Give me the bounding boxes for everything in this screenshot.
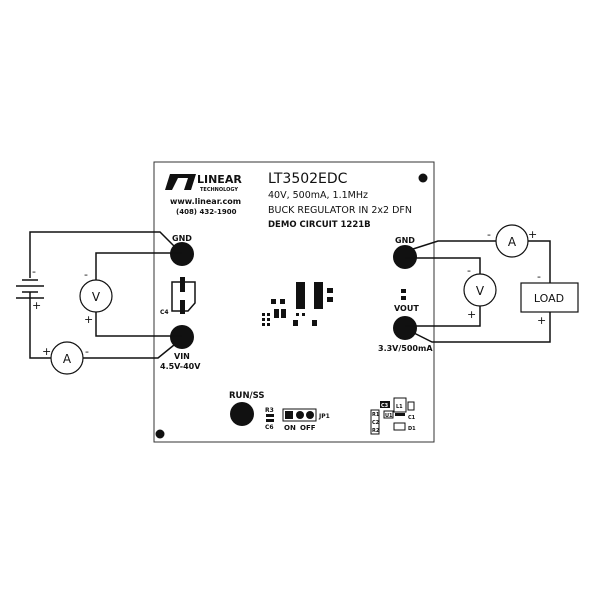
gnd-out-label: GND xyxy=(395,236,415,245)
svg-text:C2: C2 xyxy=(372,420,380,426)
input-voltmeter: V - + xyxy=(79,268,113,326)
svg-text:+: + xyxy=(467,308,476,321)
website: www.linear.com xyxy=(170,197,241,206)
r3-label: R3 xyxy=(265,407,274,414)
svg-text:TECHNOLOGY: TECHNOLOGY xyxy=(200,187,238,193)
output-ammeter: A - + xyxy=(487,224,537,258)
vin-terminal[interactable] xyxy=(170,325,194,349)
svg-text:C3: C3 xyxy=(381,403,389,409)
jp-off-label: OFF xyxy=(300,424,316,432)
load-box: LOAD - + xyxy=(520,270,579,327)
vout-terminal[interactable] xyxy=(393,316,417,340)
mounting-hole xyxy=(155,429,165,439)
svg-text:L1: L1 xyxy=(396,404,403,410)
svg-text:D1: D1 xyxy=(408,426,416,432)
svg-text:LINEAR: LINEAR xyxy=(197,173,242,186)
svg-text:-: - xyxy=(84,268,88,281)
linear-logo: LINEAR TECHNOLOGY xyxy=(165,173,242,193)
svg-text:R1: R1 xyxy=(372,412,380,418)
svg-text:A: A xyxy=(508,235,517,249)
svg-text:-: - xyxy=(85,345,89,358)
svg-text:A: A xyxy=(63,352,72,366)
mounting-hole xyxy=(418,173,428,183)
svg-text:V: V xyxy=(476,284,485,298)
svg-text:V: V xyxy=(92,290,101,304)
gnd-out-terminal[interactable] xyxy=(393,245,417,269)
jp1-jumper[interactable] xyxy=(282,408,317,422)
svg-text:C1: C1 xyxy=(408,415,416,421)
svg-text:-: - xyxy=(467,264,471,277)
svg-text:-: - xyxy=(487,228,491,241)
vout-rating: 3.3V/500mA xyxy=(378,344,433,353)
svg-text:+: + xyxy=(32,299,41,312)
gnd-in-label: GND xyxy=(172,234,192,243)
phone: (408) 432-1900 xyxy=(176,208,237,216)
vin-range: 4.5V-40V xyxy=(160,362,201,371)
svg-text:-: - xyxy=(32,265,36,278)
run-ss-label: RUN/SS xyxy=(229,391,265,401)
battery-icon: - + xyxy=(16,265,44,312)
vout-label: VOUT xyxy=(394,304,419,313)
svg-text:+: + xyxy=(42,345,51,358)
vin-label: VIN xyxy=(174,352,190,361)
svg-text:LOAD: LOAD xyxy=(534,292,564,305)
gnd-in-terminal[interactable] xyxy=(170,242,194,266)
c4-capacitor: C4 xyxy=(160,277,196,316)
output-voltmeter: V - + xyxy=(463,264,497,321)
input-ammeter: A + - xyxy=(42,341,89,375)
svg-text:R2: R2 xyxy=(372,428,380,434)
description: BUCK REGULATOR IN 2x2 DFN xyxy=(268,205,412,216)
part-number: LT3502EDC xyxy=(268,171,348,187)
c6-label: C6 xyxy=(265,424,274,431)
svg-text:-: - xyxy=(537,270,541,283)
output-wiring xyxy=(405,240,551,343)
component-pads xyxy=(262,282,333,326)
demo-circuit: DEMO CIRCUIT 1221B xyxy=(268,220,371,230)
run-ss-terminal[interactable] xyxy=(230,402,254,426)
svg-text:+: + xyxy=(537,314,546,327)
svg-text:+: + xyxy=(528,228,537,241)
spec-line: 40V, 500mA, 1.1MHz xyxy=(268,190,368,201)
board-outline xyxy=(153,161,435,443)
svg-text:+: + xyxy=(84,313,93,326)
small-parts-cluster: C3 L1 U1 C1 R1 C2 R2 D1 xyxy=(370,397,416,435)
jp1-label: JP1 xyxy=(318,413,330,420)
jp-on-label: ON xyxy=(284,424,296,432)
input-wiring xyxy=(29,231,182,359)
svg-text:C4: C4 xyxy=(160,309,169,316)
svg-text:U1: U1 xyxy=(385,413,393,419)
